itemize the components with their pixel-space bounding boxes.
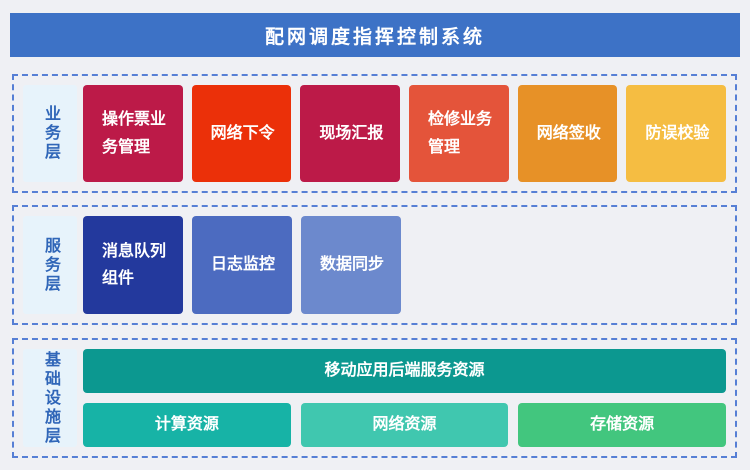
module-site-report: 现场汇报 [300,85,401,182]
module-data-sync: 数据同步 [301,216,401,314]
module-maintenance: 检修业务管理 [409,85,509,182]
layer-business: 业务层 操作票业务管理 网络下令 现场汇报 检修业务管理 网络签收 防误校验 [12,74,737,193]
module-network-order: 网络下令 [191,85,292,182]
module-mobile-backend: 移动应用后端服务资源 [83,349,726,393]
module-storage-resource: 存储资源 [518,403,727,447]
layer-service: 服务层 消息队列组件 日志监控 数据同步 [12,205,737,325]
layer-label-service-text: 服务层 [42,236,59,294]
title-bar: 配网调度指挥控制系统 [10,13,740,57]
layer-label-infrastructure: 基础设施层 [23,349,77,447]
infrastructure-resources-row: 计算资源 网络资源 存储资源 [83,403,727,447]
module-log-monitor: 日志监控 [192,216,292,314]
layer-infrastructure: 基础设施层 移动应用后端服务资源 计算资源 网络资源 存储资源 [12,338,737,458]
service-modules-row: 消息队列组件 日志监控 数据同步 [83,216,726,314]
module-compute-resource: 计算资源 [83,403,291,447]
page-title: 配网调度指挥控制系统 [264,26,485,48]
module-network-resource: 网络资源 [300,403,509,447]
module-network-sign: 网络签收 [517,85,618,182]
module-message-queue: 消息队列组件 [83,216,183,314]
layer-label-business-text: 业务层 [42,105,59,162]
layer-label-service: 服务层 [23,216,77,314]
module-error-check: 防误校验 [626,85,727,182]
layer-label-business: 业务层 [23,85,77,182]
business-modules-row: 操作票业务管理 网络下令 现场汇报 检修业务管理 网络签收 防误校验 [83,85,727,182]
layer-label-infrastructure-text: 基础设施层 [42,350,59,446]
module-operation-ticket: 操作票业务管理 [83,85,183,182]
infrastructure-modules: 移动应用后端服务资源 计算资源 网络资源 存储资源 [83,349,727,447]
